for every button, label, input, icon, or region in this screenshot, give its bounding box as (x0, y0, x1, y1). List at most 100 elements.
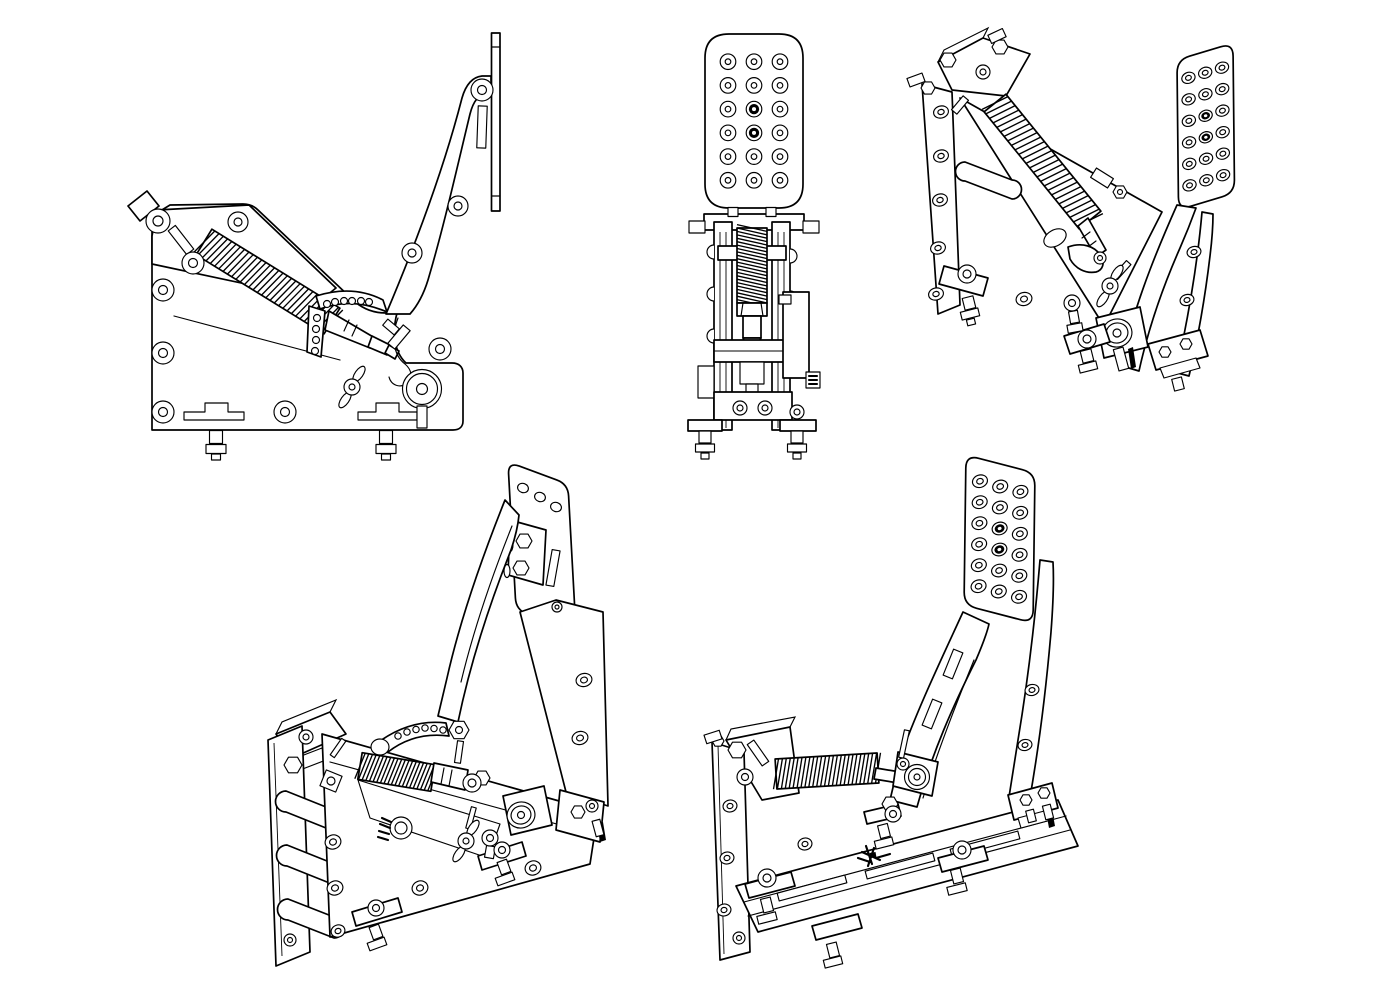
pin-or-slot (898, 729, 910, 759)
washer-hole-inner (328, 838, 338, 846)
spring-coil (412, 762, 425, 789)
pin-or-slot (378, 429, 394, 445)
tread-hole-inner (1016, 488, 1025, 496)
tread-hole-inner (1016, 530, 1024, 538)
spring-coil (1029, 154, 1056, 169)
spring-coil (812, 756, 819, 788)
hex-nut (939, 52, 957, 68)
bracket-bolt (778, 294, 792, 305)
tread-hole-inner (1219, 129, 1227, 136)
isometric-view-bottom-left (267, 464, 609, 967)
pin-or-slot (727, 206, 739, 218)
spring-coil (843, 754, 850, 786)
spring-coil (784, 757, 791, 789)
tread-hole-inner (1218, 64, 1226, 71)
spring-coil (269, 277, 293, 301)
washer-hole (412, 725, 420, 734)
washer-hole (339, 296, 349, 306)
pin-or-slot (877, 822, 891, 840)
pin-or-slot (688, 220, 706, 234)
hex-nut (920, 81, 936, 95)
pin-or-slot (329, 737, 347, 759)
spring-coil (235, 256, 258, 280)
spring-coil (1007, 127, 1034, 142)
tread-hole-inner (1015, 593, 1023, 601)
pin-or-slot (368, 923, 384, 941)
spring-coil (273, 280, 297, 304)
spring-coil (804, 756, 811, 788)
pedal-pad (963, 456, 1036, 622)
washer-hole (439, 726, 447, 734)
clevis-pin (127, 190, 160, 222)
spring-coil (390, 758, 403, 786)
coil-spring (981, 93, 1104, 230)
hex-bolts (920, 39, 1193, 358)
spring-coil (405, 761, 417, 788)
pivot-center (913, 773, 921, 781)
spring-coil (1062, 194, 1089, 210)
spring-coil (796, 757, 803, 788)
spring-coil (397, 760, 410, 787)
tread-hole-inner (1185, 160, 1193, 167)
pin-or-slot (496, 858, 512, 876)
bolts-and-slots (703, 648, 1055, 969)
tread-hole-inner (776, 82, 784, 89)
tread-hole-inner (1202, 177, 1210, 184)
washer-hole-inner (801, 840, 809, 848)
washer-hole (311, 324, 321, 334)
tread-hole-inner (776, 153, 784, 160)
rail-tabs-left (706, 244, 715, 344)
bolts-and-slots (319, 549, 605, 952)
spring-coil (736, 234, 768, 243)
pedal-arm (385, 75, 492, 315)
spring-coil (1014, 136, 1042, 151)
spring-coil (261, 272, 284, 296)
washer-hole (330, 297, 340, 307)
bolt-shaft-end (503, 563, 511, 579)
spring-coil (1043, 172, 1071, 187)
pedal-arm (437, 499, 520, 723)
pin-or-slot (921, 698, 943, 730)
washer-hole (347, 296, 357, 306)
nut-chamfer (740, 302, 764, 317)
pin-or-slot (1077, 360, 1099, 374)
tread-hole-inner (994, 588, 1003, 595)
spring-coil (996, 113, 1023, 129)
tread-hole-inner (1202, 155, 1210, 162)
washer-hole (394, 732, 402, 740)
tread-hole-inner (750, 153, 758, 160)
washer-hole (430, 724, 438, 733)
spring-coil (1040, 167, 1067, 183)
mount-hole (550, 501, 562, 513)
wing-bolt-center (348, 383, 356, 391)
washer-hole-inner (1183, 297, 1191, 303)
coil-spring (736, 223, 768, 308)
pedal-pad (1176, 45, 1236, 208)
washer-hole-inner (932, 290, 940, 298)
spring-coil (736, 281, 768, 290)
pin-or-slot (1171, 376, 1185, 392)
pin-or-slot (825, 941, 841, 959)
pin-or-slot (786, 443, 808, 453)
left-rail (713, 221, 733, 431)
washer-hole-inner (934, 244, 942, 252)
pin-or-slot (759, 896, 775, 914)
tread-hole-inner (724, 82, 732, 89)
spring-coil (831, 755, 838, 786)
spring-coil (365, 754, 377, 781)
washer-hole-inner (554, 604, 560, 610)
clevis-line (440, 767, 453, 787)
t-foot-plate-3 (811, 913, 863, 941)
washer-hole (312, 313, 322, 323)
spring-coil (1018, 140, 1045, 156)
spring-coil (736, 278, 768, 287)
pin-or-slot (765, 206, 777, 218)
spring-coil (863, 753, 870, 785)
spring-coil (357, 753, 370, 780)
wing-bolt (1096, 264, 1124, 308)
washer-hole-inner (1021, 742, 1029, 748)
spring-coil (788, 757, 795, 789)
arm-inner-line (460, 525, 513, 683)
pin-or-slot (545, 549, 561, 587)
tread-hole-inner (724, 105, 732, 113)
